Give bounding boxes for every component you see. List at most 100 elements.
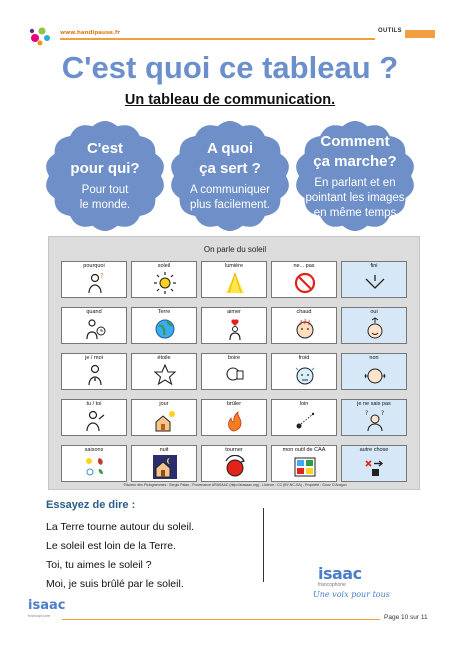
drink-icon bbox=[226, 367, 244, 381]
board-cell-label: saisons bbox=[84, 447, 104, 453]
board-cell-label: quand bbox=[86, 309, 102, 315]
board-cell: nuit bbox=[131, 445, 197, 482]
isaac-slogan: Une voix pour tous bbox=[313, 590, 390, 599]
board-cell-label: lumière bbox=[224, 263, 244, 269]
board-cell: loin bbox=[271, 399, 337, 436]
board-cell-label: autre chose bbox=[359, 447, 389, 453]
page-title: C'est quoi ce tableau ? bbox=[61, 50, 399, 85]
dont-know-icon: ?? bbox=[365, 410, 384, 432]
isaac-logo: isaac bbox=[318, 564, 362, 583]
burn-icon bbox=[228, 411, 242, 432]
board-cell-label: aimer bbox=[227, 309, 241, 315]
board-cell: je ne sais pas?? bbox=[341, 399, 407, 436]
board-cell: froid bbox=[271, 353, 337, 390]
finished-hands-icon bbox=[365, 275, 385, 289]
header-accent bbox=[405, 30, 435, 38]
board-cell: chaud bbox=[271, 307, 337, 344]
sentence-item: Le soleil est loin de la Terre. bbox=[46, 540, 176, 552]
board-cell: boire bbox=[201, 353, 267, 390]
board-cell: Terre bbox=[131, 307, 197, 344]
badge-heading-line: A quoi bbox=[206, 140, 254, 157]
try-title: Essayez de dire : bbox=[46, 499, 136, 511]
person-heart-icon bbox=[229, 319, 241, 341]
day-house-icon bbox=[155, 411, 175, 432]
earth-icon bbox=[155, 319, 175, 339]
badge-body-line: pointant les images bbox=[305, 191, 405, 204]
board-cell-label: Terre bbox=[157, 309, 171, 315]
board-title: On parle du soleil bbox=[203, 245, 267, 254]
scalloped-badge-icon bbox=[171, 121, 289, 231]
badge-body-line: en même temps bbox=[313, 206, 397, 219]
scalloped-badge-icon bbox=[46, 121, 164, 231]
badge-body-line: le monde. bbox=[79, 199, 131, 211]
board-cell-label: étoile bbox=[157, 355, 171, 361]
board-cell-label: je ne sais pas bbox=[357, 401, 391, 407]
board-cell: aimer bbox=[201, 307, 267, 344]
seasons-icon bbox=[86, 458, 103, 476]
board-cell-label: soleil bbox=[157, 263, 171, 269]
far-icon bbox=[296, 412, 315, 429]
board-cell-label: oui bbox=[370, 309, 378, 315]
something-else-icon bbox=[365, 460, 384, 476]
person-self-icon bbox=[88, 364, 102, 386]
communication-board: On parle du soleil pourquoi? soleil lumièr… bbox=[48, 236, 420, 490]
badge-heading-line: Comment bbox=[320, 132, 390, 150]
footer-divider bbox=[62, 619, 380, 620]
board-cell-label: nuit bbox=[159, 447, 169, 453]
page-number: Page 10 sur 11 bbox=[384, 614, 428, 621]
badge-heading-line: pour qui? bbox=[70, 160, 140, 177]
board-cell: lumière bbox=[201, 261, 267, 298]
prohibited-icon bbox=[294, 272, 316, 294]
board-cell: jour bbox=[131, 399, 197, 436]
star-icon bbox=[153, 363, 177, 386]
board-cell-label: froid bbox=[298, 355, 310, 361]
board-cell: saisons bbox=[61, 445, 127, 482]
badge-body-line: plus facilement. bbox=[190, 199, 270, 211]
board-cell: brûler bbox=[201, 399, 267, 436]
badge-body-line: En parlant et en bbox=[314, 176, 396, 189]
yes-face-icon bbox=[367, 317, 383, 339]
aac-tool-icon bbox=[294, 457, 316, 477]
person-you-icon bbox=[86, 410, 105, 432]
header-divider bbox=[60, 38, 375, 40]
night-house-icon bbox=[153, 455, 177, 479]
badge-heading-line: C'est bbox=[86, 140, 124, 157]
isaac-logo-tag: francophone bbox=[318, 582, 346, 588]
page-subtitle: Un tableau de communication. bbox=[124, 92, 336, 108]
board-cell-label: boire bbox=[227, 355, 241, 361]
board-cell-label: je / moi bbox=[85, 355, 103, 361]
handipause-logo-icon bbox=[29, 27, 50, 46]
svg-text:?: ? bbox=[381, 410, 384, 417]
person-clock-icon bbox=[86, 319, 106, 340]
person-question-icon: ? bbox=[88, 272, 104, 294]
board-cell: tu / toi bbox=[61, 399, 127, 436]
board-cell: quand bbox=[61, 307, 127, 344]
board-cell: soleil bbox=[131, 261, 197, 298]
board-cell: tourner bbox=[201, 445, 267, 482]
board-cell-label: brûler bbox=[226, 401, 242, 407]
board-cell-label: pourquoi bbox=[83, 263, 105, 269]
column-divider bbox=[263, 508, 264, 582]
board-cell-label: loin bbox=[299, 401, 309, 407]
scalloped-badge-icon bbox=[296, 121, 414, 231]
turn-icon bbox=[225, 455, 245, 477]
footer-logo: isaac bbox=[28, 598, 66, 613]
board-cell-label: non bbox=[369, 355, 379, 361]
board-cell-label: jour bbox=[159, 401, 169, 407]
board-cell-label: tourner bbox=[225, 447, 243, 453]
sentence-item: Toi, tu aimes le soleil ? bbox=[46, 559, 152, 571]
board-cell-label: tu / toi bbox=[86, 401, 102, 407]
sentence-item: La Terre tourne autour du soleil. bbox=[46, 521, 195, 533]
badge-heading-line: ça marche? bbox=[313, 152, 397, 170]
board-cell: je / moi bbox=[61, 353, 127, 390]
board-cell: mon outil de CAA bbox=[271, 445, 337, 482]
badge-how: Comment ça marche? En parlant et en pointa… bbox=[294, 120, 416, 232]
board-cell: ne... pas bbox=[271, 261, 337, 298]
hot-face-icon bbox=[296, 318, 314, 339]
site-url[interactable]: www.handipause.fr bbox=[60, 30, 121, 36]
board-cell: pourquoi? bbox=[61, 261, 127, 298]
svg-text:?: ? bbox=[365, 410, 368, 417]
